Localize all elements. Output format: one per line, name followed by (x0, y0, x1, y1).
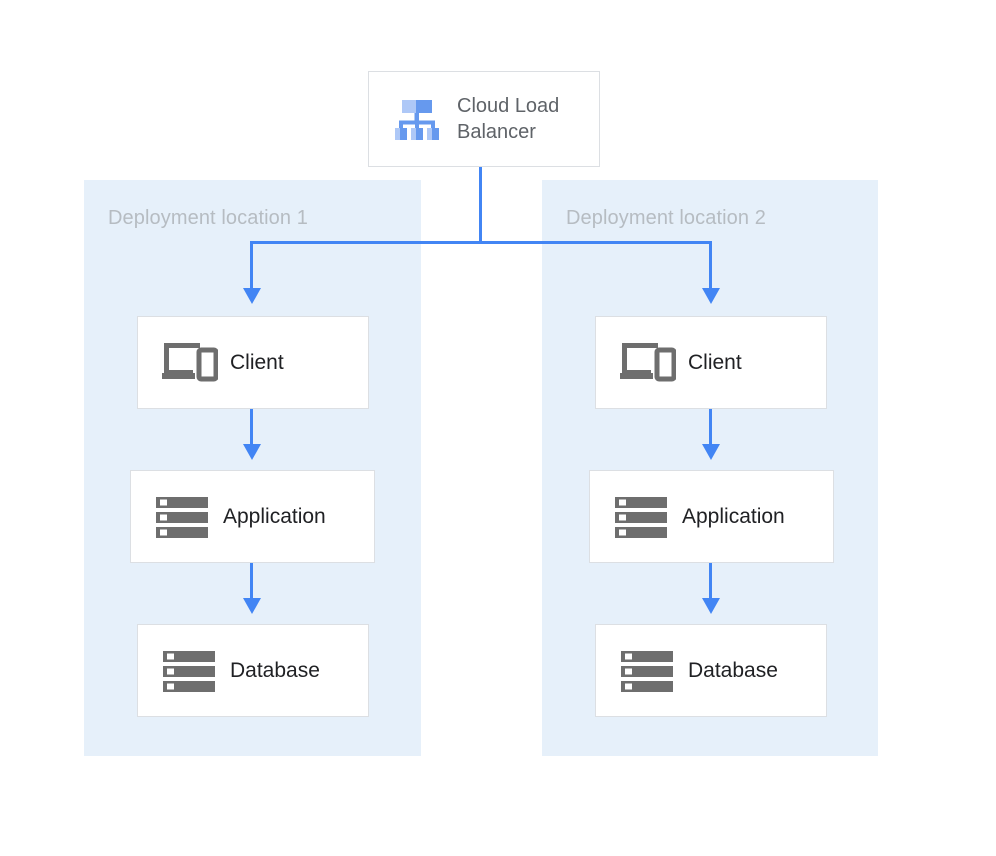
server-stack-icon (151, 492, 213, 542)
connector-application-2-to-database-2 (709, 562, 712, 601)
node-application-1-label: Application (223, 504, 326, 528)
node-application-2[interactable]: Application (589, 470, 834, 563)
node-load-balancer-label-line2: Balancer (457, 121, 536, 143)
arrowhead-application-1-to-database-1 (242, 598, 261, 614)
arrowhead-lb-to-client-2 (701, 288, 720, 304)
connector-lb-to-client-2 (709, 241, 712, 291)
connector-client-1-to-application-1 (250, 408, 253, 447)
connector-lb-to-client-1 (250, 241, 253, 291)
devices-icon (158, 339, 220, 387)
connector-client-2-to-application-2 (709, 408, 712, 447)
node-client-2[interactable]: Client (595, 316, 827, 409)
connector-application-1-to-database-1 (250, 562, 253, 601)
node-application-1[interactable]: Application (130, 470, 375, 563)
arrowhead-lb-to-client-1 (242, 288, 261, 304)
arrowhead-client-1-to-application-1 (242, 444, 261, 460)
node-client-1-label: Client (230, 350, 284, 374)
node-client-2-label: Client (688, 350, 742, 374)
server-stack-icon (616, 646, 678, 696)
node-client-1[interactable]: Client (137, 316, 369, 409)
arrowhead-application-2-to-database-2 (701, 598, 720, 614)
arrowhead-client-2-to-application-2 (701, 444, 720, 460)
node-database-1-label: Database (230, 658, 320, 682)
deployment-zone-1-title: Deployment location 1 (108, 207, 308, 229)
hierarchy-icon (391, 94, 445, 144)
node-load-balancer-label-line1: Cloud Load (457, 95, 560, 117)
node-application-2-label: Application (682, 504, 785, 528)
connector-lb-trunk (479, 166, 482, 243)
node-load-balancer[interactable]: Cloud Load Balancer (368, 71, 600, 167)
server-stack-icon (158, 646, 220, 696)
node-database-1[interactable]: Database (137, 624, 369, 717)
node-database-2-label: Database (688, 658, 778, 682)
devices-icon (616, 339, 678, 387)
deployment-zone-2-title: Deployment location 2 (566, 207, 766, 229)
server-stack-icon (610, 492, 672, 542)
node-database-2[interactable]: Database (595, 624, 827, 717)
connector-lb-split-bar (250, 241, 711, 244)
